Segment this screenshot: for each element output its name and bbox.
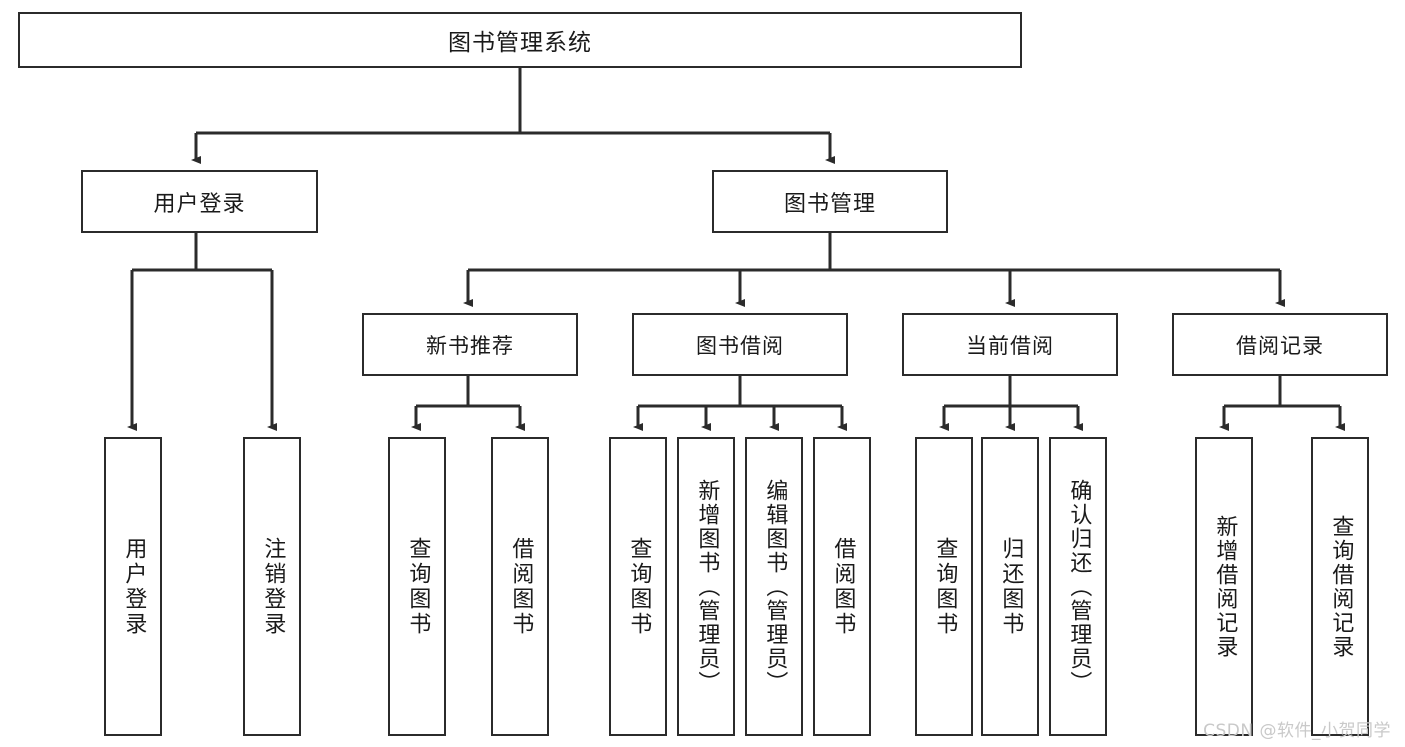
- node-label: 图书管理系统: [448, 30, 592, 56]
- node-new-book-recommend[interactable]: 新书推荐: [362, 313, 578, 376]
- node-label: 查询图书: [932, 536, 958, 637]
- node-label: 新增图书（管理员）: [694, 478, 720, 695]
- leaf-query-borrow-record[interactable]: 查询借阅记录: [1311, 437, 1369, 736]
- node-label: 用户登录: [153, 191, 246, 217]
- node-label: 确认归还（管理员）: [1066, 478, 1092, 695]
- node-label: 当前借阅: [966, 333, 1054, 358]
- leaf-logout[interactable]: 注销登录: [243, 437, 301, 736]
- node-label: 借阅图书: [508, 536, 534, 637]
- leaf-query-book-current[interactable]: 查询图书: [915, 437, 973, 736]
- node-root[interactable]: 图书管理系统: [18, 12, 1022, 68]
- node-current-borrow[interactable]: 当前借阅: [902, 313, 1118, 376]
- leaf-return-book[interactable]: 归还图书: [981, 437, 1039, 736]
- leaf-query-book-borrow[interactable]: 查询图书: [609, 437, 667, 736]
- leaf-user-login[interactable]: 用户登录: [104, 437, 162, 736]
- node-label: 借阅图书: [830, 536, 856, 637]
- watermark: CSDN @软件_小贺同学: [1203, 721, 1391, 741]
- node-label: 新书推荐: [426, 333, 514, 358]
- node-label: 新增借阅记录: [1212, 514, 1238, 659]
- leaf-borrow-book[interactable]: 借阅图书: [813, 437, 871, 736]
- node-user-login[interactable]: 用户登录: [81, 170, 318, 233]
- node-label: 编辑图书（管理员）: [762, 478, 788, 695]
- node-label: 查询借阅记录: [1328, 514, 1354, 659]
- node-label: 注销登录: [260, 536, 286, 637]
- leaf-borrow-book-newbook[interactable]: 借阅图书: [491, 437, 549, 736]
- node-label: 用户登录: [121, 536, 147, 637]
- leaf-add-book-admin[interactable]: 新增图书（管理员）: [677, 437, 735, 736]
- node-label: 图书管理: [783, 191, 876, 217]
- node-label: 查询图书: [405, 536, 431, 637]
- node-book-management[interactable]: 图书管理: [712, 170, 948, 233]
- leaf-edit-book-admin[interactable]: 编辑图书（管理员）: [745, 437, 803, 736]
- node-label: 归还图书: [998, 536, 1024, 637]
- node-label: 查询图书: [626, 536, 652, 637]
- leaf-confirm-return-admin[interactable]: 确认归还（管理员）: [1049, 437, 1107, 736]
- leaf-add-borrow-record[interactable]: 新增借阅记录: [1195, 437, 1253, 736]
- node-label: 借阅记录: [1236, 333, 1324, 358]
- node-label: 图书借阅: [696, 333, 784, 358]
- node-book-borrow[interactable]: 图书借阅: [632, 313, 848, 376]
- node-borrow-record[interactable]: 借阅记录: [1172, 313, 1388, 376]
- leaf-query-book-newbook[interactable]: 查询图书: [388, 437, 446, 736]
